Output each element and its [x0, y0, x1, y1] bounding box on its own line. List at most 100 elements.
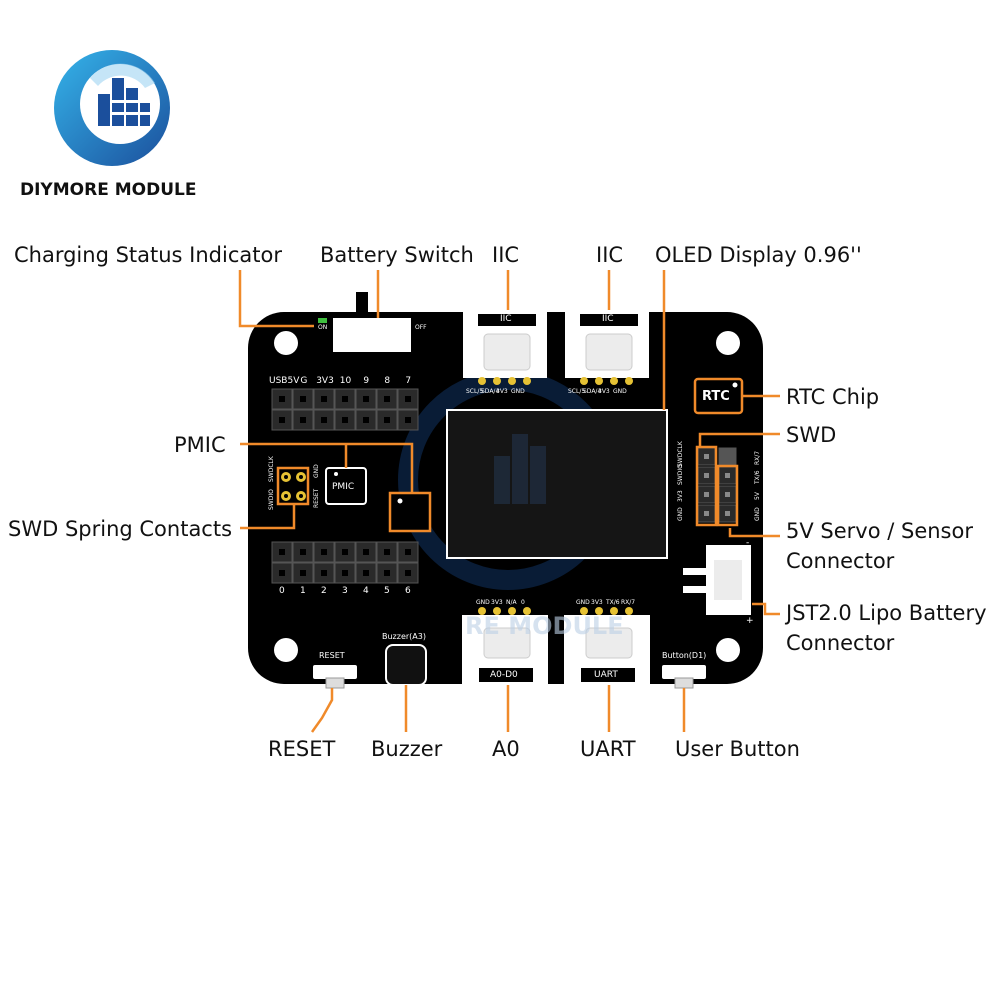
- top-header-pin-label: 3V3: [316, 376, 334, 386]
- label-oled: OLED Display 0.96'': [655, 243, 862, 267]
- header-pin-hole: [405, 570, 411, 576]
- swd-pin-hole: [704, 511, 709, 516]
- label-a0: A0: [492, 737, 520, 761]
- header-pin-hole: [363, 570, 369, 576]
- header-pin-hole: [279, 570, 285, 576]
- header-pin-hole: [342, 549, 348, 555]
- spring-contact-label: GND: [313, 464, 320, 478]
- servo-pin-label: GND: [754, 506, 761, 521]
- a0-pin-label: 0: [521, 599, 525, 606]
- charging-led: [318, 318, 327, 323]
- iic-pin-label: SDA/4: [481, 388, 500, 395]
- bottom-pin-header: [271, 541, 419, 584]
- brand-name: DIYMORE MODULE: [20, 180, 197, 200]
- switch-lever: [356, 292, 368, 318]
- header-pin-hole: [342, 417, 348, 423]
- servo-pin-hole: [725, 511, 730, 516]
- iic-connector-label: IIC: [500, 314, 512, 324]
- header-pin-hole: [300, 570, 306, 576]
- spring-contact-label: RESET: [313, 488, 320, 508]
- uart-pin-label: 3V3: [591, 599, 603, 606]
- uart-connector-label: UART: [594, 670, 618, 680]
- header-pin-hole: [405, 396, 411, 402]
- servo-pin-hole: [725, 492, 730, 497]
- bottom-header-pin-label: 1: [300, 586, 306, 596]
- header-pin-hole: [321, 570, 327, 576]
- label-reset: RESET: [268, 737, 336, 761]
- label-iic-1: IIC: [492, 243, 520, 267]
- buzzer-board-label: Buzzer(A3): [382, 632, 426, 641]
- reset-button: [313, 665, 357, 689]
- uart-connector: [564, 615, 650, 685]
- battery-switch: [333, 318, 411, 352]
- iic-pin-label: GND: [613, 388, 627, 395]
- mounting-hole: [274, 331, 298, 355]
- label-swd: SWD: [786, 423, 837, 447]
- header-pin-hole: [384, 396, 390, 402]
- label-battery-switch: Battery Switch: [320, 243, 474, 267]
- leader-lines: [238, 270, 780, 733]
- iic-pin-label: 3V3: [598, 388, 610, 395]
- bottom-header-pin-label: 0: [279, 586, 285, 596]
- iic-pin-label: SCL/5: [568, 388, 586, 395]
- top-header-pin-label: 10: [339, 376, 352, 386]
- header-pin-hole: [384, 417, 390, 423]
- header-pin-hole: [279, 396, 285, 402]
- buzzer: [385, 644, 427, 686]
- label-user-button: User Button: [675, 737, 800, 761]
- top-header-pin-label: G: [300, 376, 308, 386]
- header-pin-hole: [321, 549, 327, 555]
- swd-pin-hole: [704, 473, 709, 478]
- header-pin-hole: [342, 570, 348, 576]
- label-rtc: RTC Chip: [786, 385, 880, 409]
- button-board-label: Button(D1): [662, 651, 707, 660]
- servo-pin-label: RX/7: [754, 450, 761, 465]
- swd-pin-hole: [704, 492, 709, 497]
- mounting-hole: [716, 331, 740, 355]
- switch-on-label: ON: [318, 324, 328, 331]
- top-header-pin-label: 8: [384, 376, 391, 386]
- servo-pin-hole: [725, 473, 730, 478]
- spring-contact-label: SWDCLK: [268, 456, 275, 482]
- top-header-pin-label: 7: [405, 376, 412, 386]
- reset-board-label: RESET: [319, 651, 345, 660]
- a0-pin-label: GND: [476, 599, 490, 606]
- top-pin-header: [271, 388, 419, 431]
- header-pin-hole: [300, 417, 306, 423]
- pmic-chip-label: PMIC: [332, 482, 355, 492]
- iic-pin-label: SCL/5: [466, 388, 484, 395]
- a0-pin-label: N/A: [506, 599, 517, 606]
- iic-pin-label: GND: [511, 388, 525, 395]
- swd-pin-label: GND: [677, 506, 684, 521]
- rtc-chip-label: RTC: [702, 389, 730, 404]
- header-pin-hole: [384, 549, 390, 555]
- oled-display: [446, 409, 668, 559]
- top-header-pin-label: 9: [363, 376, 370, 386]
- bottom-header-pin-label: 6: [405, 586, 411, 596]
- spring-contact-label: SWDIO: [268, 489, 275, 510]
- user-button: [662, 665, 706, 689]
- servo-header-outline: [716, 464, 739, 527]
- swd-pin-hole: [704, 454, 709, 459]
- jst-battery-connector: [683, 545, 751, 615]
- mounting-hole: [274, 638, 298, 662]
- label-swd-spring: SWD Spring Contacts: [8, 517, 233, 541]
- a0-connector: [462, 615, 548, 685]
- battery-plus-label: +: [746, 616, 754, 626]
- label-jst-1: JST2.0 Lipo Battery: [786, 601, 987, 625]
- header-pin-hole: [405, 417, 411, 423]
- bottom-header-pin-label: 2: [321, 586, 327, 596]
- header-pin-hole: [321, 396, 327, 402]
- servo-pin: [718, 447, 737, 466]
- iic-connector-label: IIC: [602, 314, 614, 324]
- header-pin-hole: [300, 396, 306, 402]
- header-pin-hole: [342, 396, 348, 402]
- bottom-header-pin-label: 3: [342, 586, 348, 596]
- watermark-text: RE MODULE: [465, 612, 624, 640]
- header-pin-hole: [363, 417, 369, 423]
- iic-pin-label: SDA/4: [583, 388, 602, 395]
- label-servo-2: Connector: [786, 549, 895, 573]
- diymore-logo: [54, 50, 170, 166]
- a0-pin-label: 3V3: [491, 599, 503, 606]
